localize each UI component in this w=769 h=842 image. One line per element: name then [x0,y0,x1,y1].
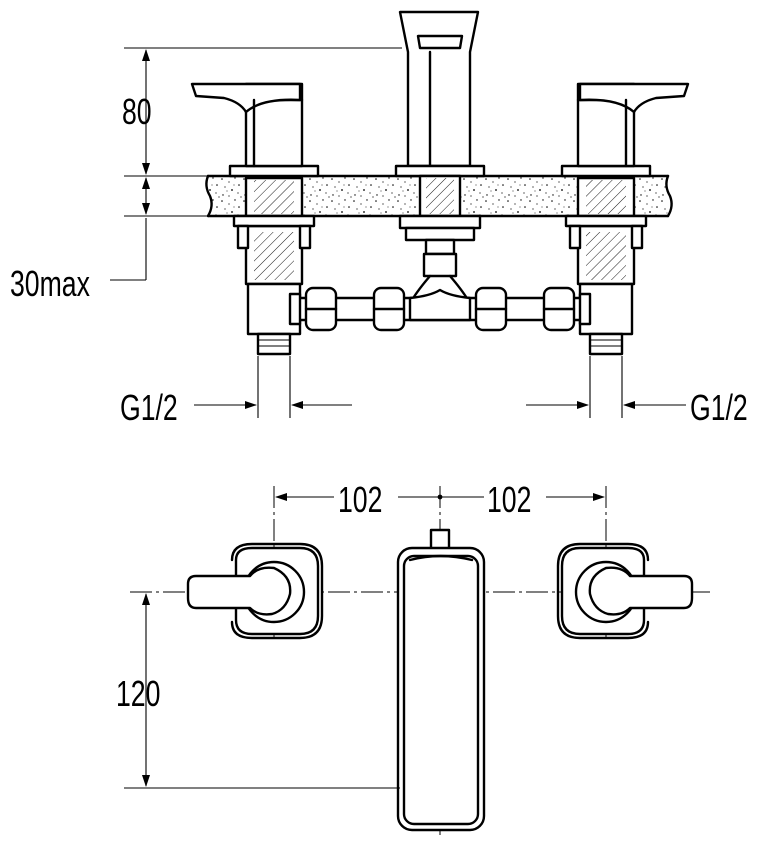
dimension-30max-label: 30max [10,263,90,304]
left-handle-plan [186,542,324,640]
inlet-left-label: G1/2 [120,387,178,428]
dimension-g12-right: G1/2 [526,356,748,428]
dimension-102-left: 102 [275,479,438,520]
spacing-right-label: 102 [487,479,531,520]
spacing-left-label: 102 [338,479,382,520]
dimension-120: 120 [116,593,400,789]
plan-view: 102 102 [116,479,710,835]
front-elevation: 80 30max G1/2 G1/2 [10,10,748,428]
left-handle-valve [190,82,320,356]
projection-label: 120 [116,673,160,714]
right-handle-plan [556,542,694,640]
center-spout [394,10,486,302]
dimension-g12-left: G1/2 [120,356,352,428]
connecting-pipe [288,286,592,332]
dimension-80: 80 [122,47,402,177]
dimension-102-right: 102 [442,479,605,520]
inlet-right-label: G1/2 [690,387,748,428]
dimension-80-label: 80 [122,91,152,132]
right-handle-valve [560,82,690,356]
spout-plan [396,528,486,832]
dimension-30max: 30max [10,177,208,304]
